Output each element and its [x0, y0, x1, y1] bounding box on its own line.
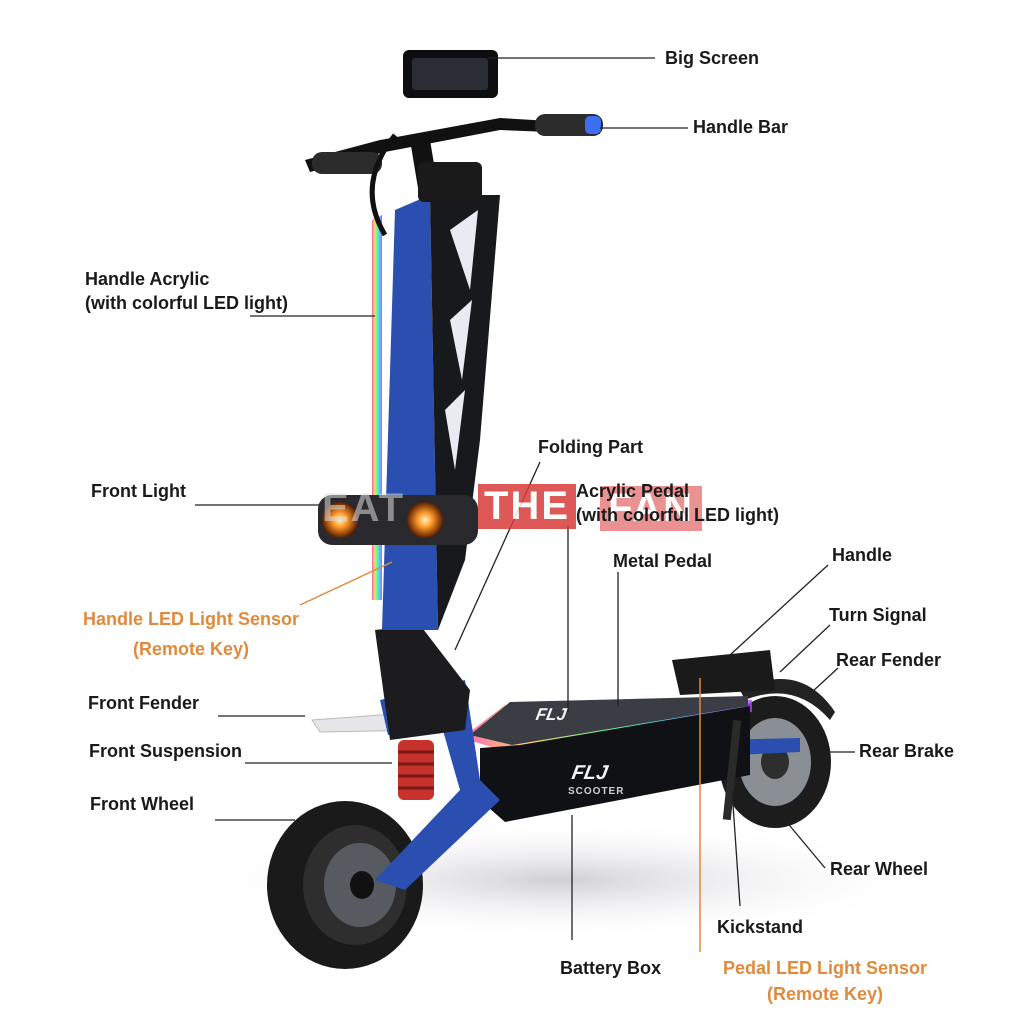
label-handle-acrylic: Handle Acrylic [85, 269, 210, 289]
label-rear-wheel: Rear Wheel [830, 859, 929, 879]
label-pedal-led-sensor-note: (Remote Key) [766, 984, 884, 1004]
watermark-middle: THE [478, 484, 576, 529]
label-rear-brake: Rear Brake [859, 741, 955, 761]
label-turn-signal: Turn Signal [829, 605, 927, 625]
leader-lines [195, 57, 855, 940]
watermark-right: FAN [600, 486, 702, 531]
label-handle-acrylic-note: (with colorful LED light) [85, 293, 288, 313]
big-screen-art [403, 50, 498, 98]
label-handle-led-sensor-note: (Remote Key) [132, 639, 250, 659]
battery-box [480, 706, 750, 822]
label-rear-fender: Rear Fender [836, 650, 942, 670]
handle-bar-art [305, 114, 603, 202]
battery-box-brand-sub: SCOOTER [568, 786, 625, 797]
sensor-leader-lines [299, 561, 701, 952]
deck-brand-logo: FLJ [534, 705, 568, 724]
acrylic-pedal [470, 696, 748, 745]
front-lights [318, 495, 478, 545]
label-big-screen: Big Screen [665, 48, 760, 68]
label-metal-pedal: Metal Pedal [613, 551, 713, 571]
front-fork [375, 680, 500, 890]
label-front-fender: Front Fender [88, 693, 199, 713]
label-handle: Handle [832, 545, 893, 565]
front-wheel [267, 801, 423, 969]
label-acrylic-pedal-note: (with colorful LED light) [576, 505, 779, 525]
label-pedal-led-sensor: Pedal LED Light Sensor [722, 958, 928, 978]
battery-box-brand-logo: FLJ [570, 762, 610, 784]
label-kickstand: Kickstand [717, 917, 804, 937]
front-suspension [398, 740, 434, 800]
label-folding-part: Folding Part [538, 437, 643, 457]
kickstand-bar [722, 719, 742, 821]
truss-holes [445, 210, 478, 470]
stem-column [382, 195, 438, 630]
label-handle-bar: Handle Bar [693, 117, 789, 137]
brake-cable [369, 133, 397, 237]
label-front-light: Front Light [91, 481, 186, 501]
label-battery-box: Battery Box [560, 958, 662, 978]
label-acrylic-pedal: Acrylic Pedal [576, 481, 690, 501]
label-handle-led-sensor: Handle LED Light Sensor [82, 609, 300, 629]
label-front-wheel: Front Wheel [90, 794, 194, 814]
watermark-left: EAT [322, 486, 406, 530]
label-front-suspension: Front Suspension [89, 741, 242, 761]
folding-part [375, 625, 470, 740]
rear-handle [672, 650, 775, 695]
